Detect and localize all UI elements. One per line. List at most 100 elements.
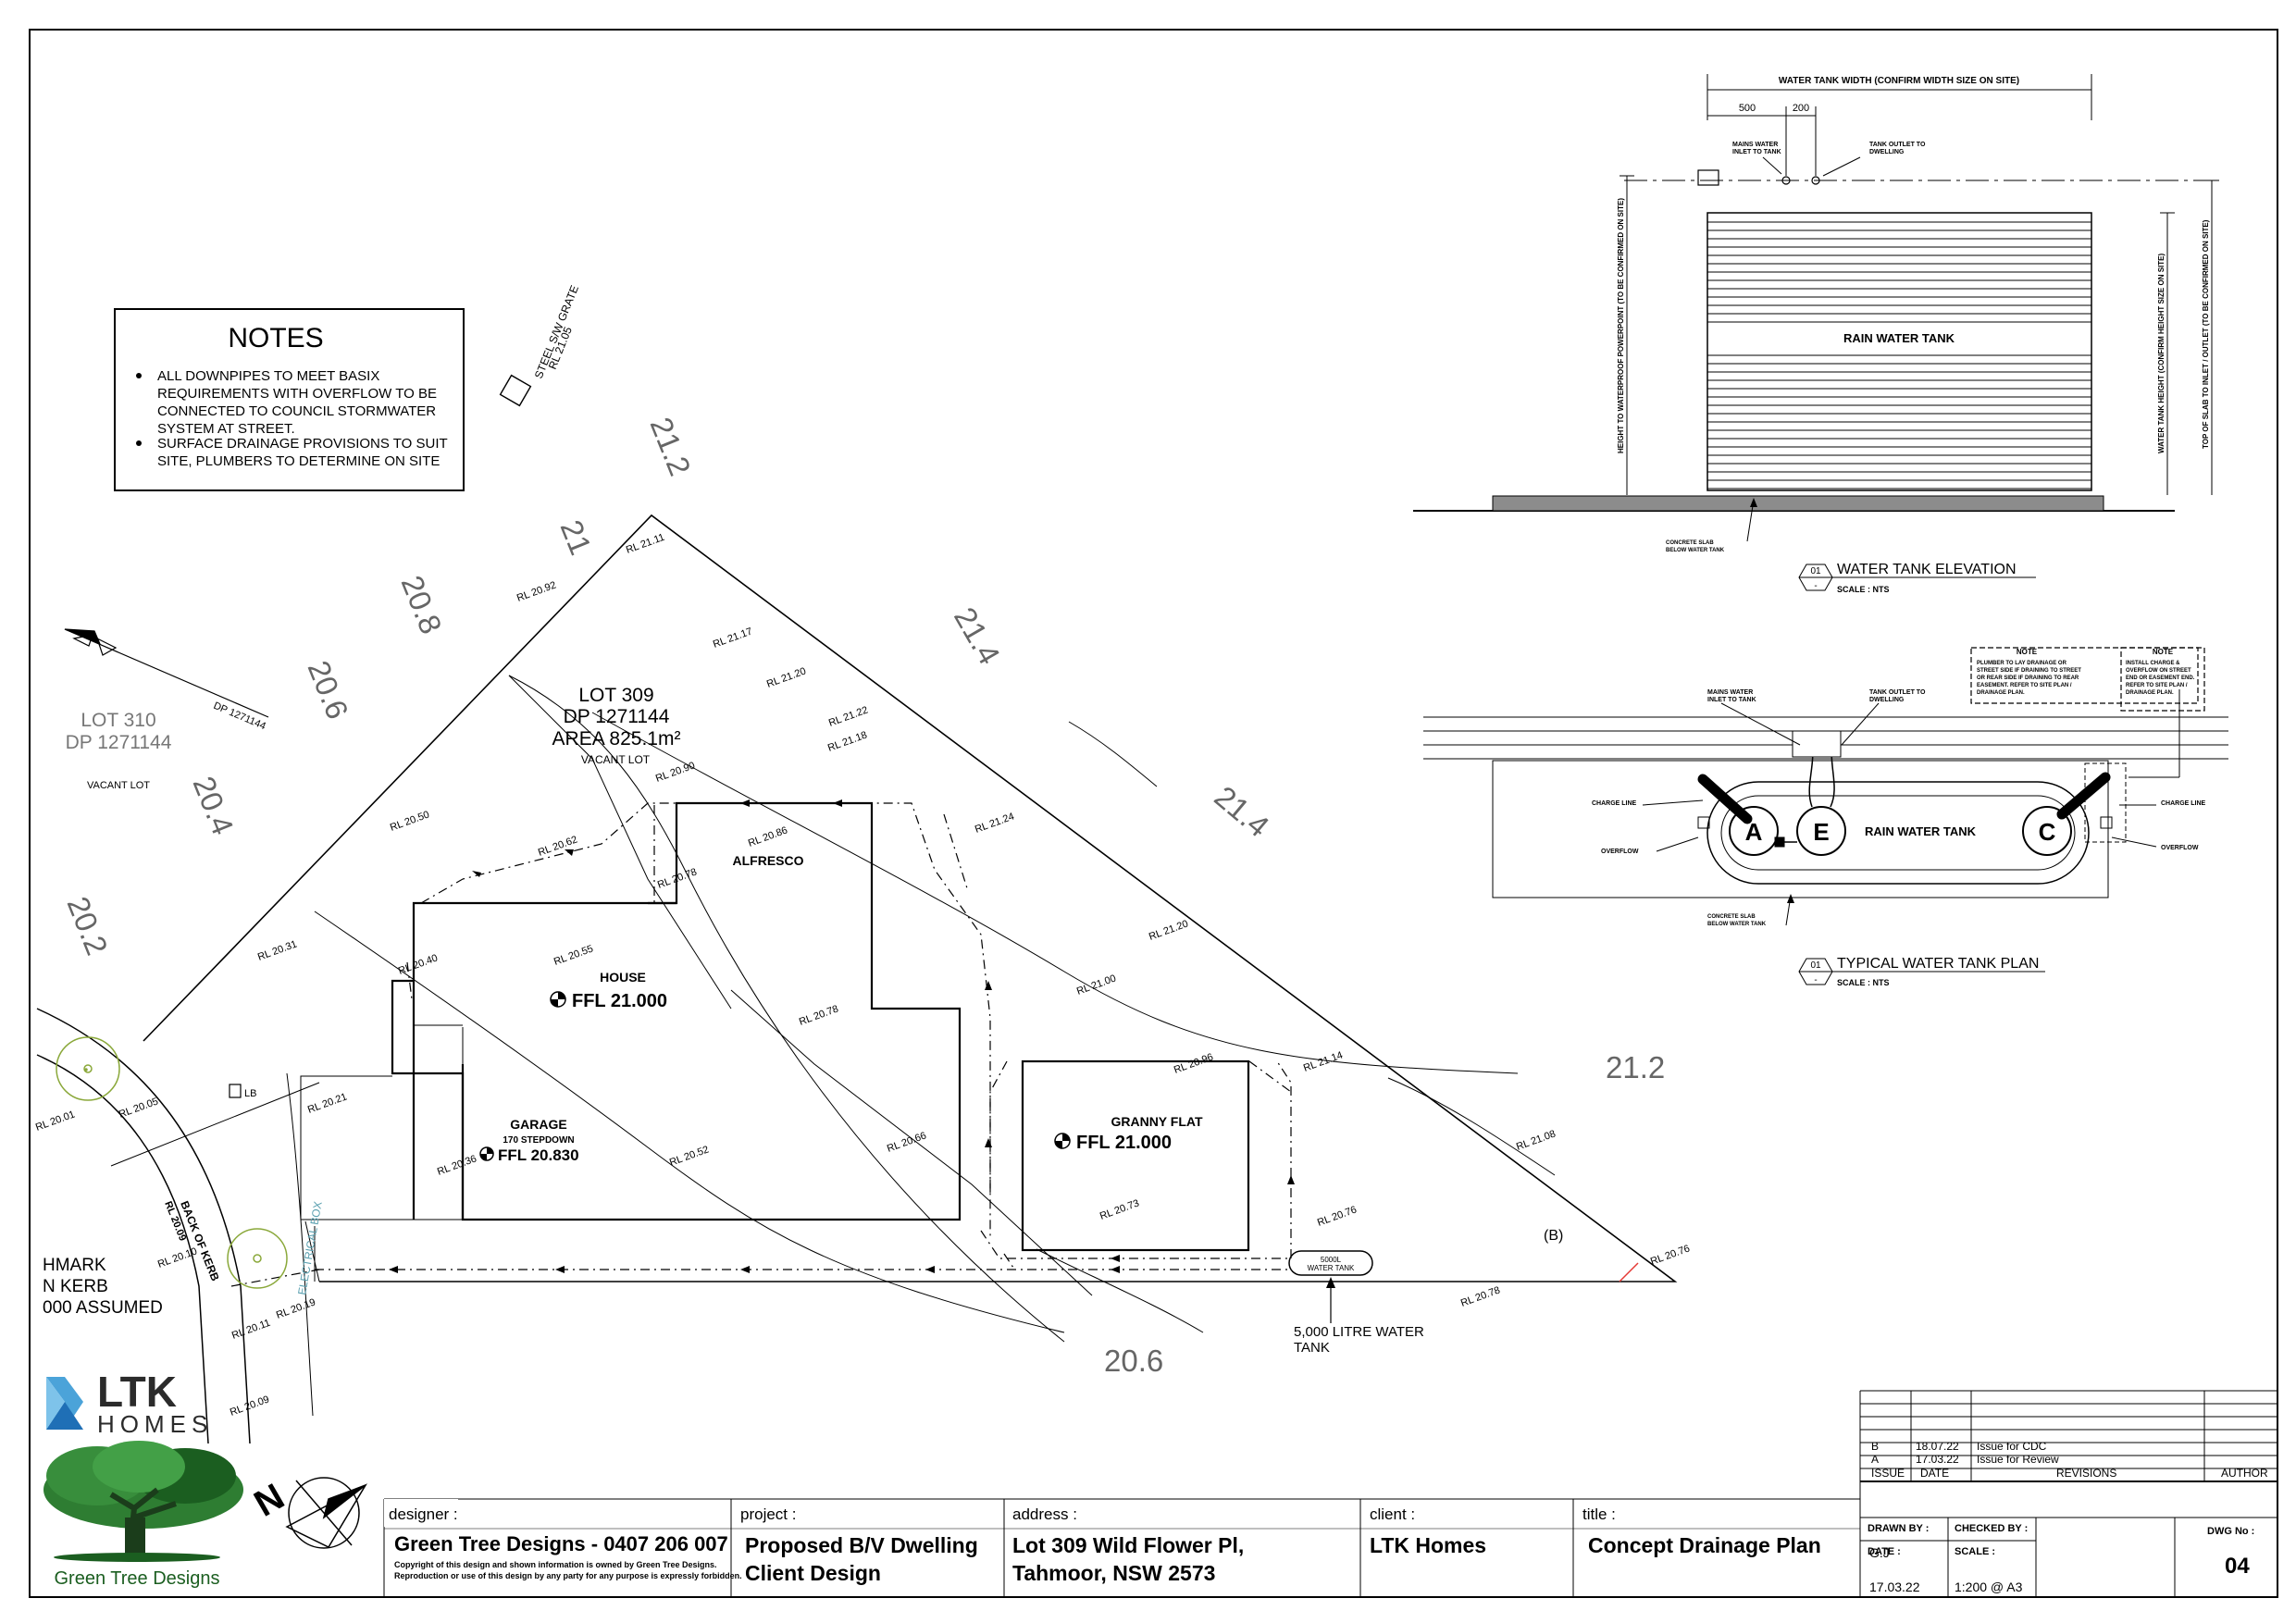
rev-date: 17.03.22 — [1916, 1453, 1959, 1466]
lot310-vacant: VACANT LOT — [87, 780, 150, 791]
address-value-1: Lot 309 Wild Flower Pl, — [1012, 1533, 1244, 1557]
north-arrow-left — [64, 628, 269, 718]
svg-text:01: 01 — [1810, 960, 1821, 971]
svg-text:INLET TO TANK: INLET TO TANK — [1707, 697, 1756, 703]
revisions-text: B 18.07.22 Issue for CDC A 17.03.22 Issu… — [1871, 1440, 2268, 1480]
rev-issue: A — [1871, 1453, 1879, 1466]
elevation-text: WATER TANK WIDTH (CONFIRM WIDTH SIZE ON … — [1617, 76, 2210, 594]
compass-icon — [285, 1477, 368, 1549]
lot-label: LOT 309 — [578, 685, 653, 706]
svg-text:MAINS WATER: MAINS WATER — [1707, 689, 1753, 696]
svg-text:DRAWN BY :: DRAWN BY : — [1868, 1523, 1929, 1534]
svg-text:DATE :: DATE : — [1868, 1546, 1901, 1557]
svg-text:CHARGE LINE: CHARGE LINE — [1592, 800, 1637, 807]
svg-text:PLUMBER TO LAY DRAINAGE OR: PLUMBER TO LAY DRAINAGE OR STREET SIDE I… — [1977, 661, 2083, 696]
svg-text:HEIGHT TO WATERPROOF POWERPOIN: HEIGHT TO WATERPROOF POWERPOINT (TO BE C… — [1617, 198, 1625, 453]
garage-ffl: FFL 20.830 — [498, 1146, 579, 1164]
notes-box: NOTES ALL DOWNPIPES TO MEET BASIX REQUIR… — [114, 308, 465, 491]
svg-text:Reproduction or use of this de: Reproduction or use of this design by an… — [394, 1571, 742, 1580]
tank-callout-2: TANK — [1294, 1340, 1330, 1356]
plan-tank-label: RAIN WATER TANK — [1865, 824, 1977, 838]
drawing-date: 17.03.22 — [1869, 1580, 1920, 1594]
lb-label: LB — [244, 1088, 256, 1099]
svg-text:500: 500 — [1739, 103, 1756, 114]
plan-valve-e — [1796, 806, 1846, 856]
svg-text:TANK OUTLET TO: TANK OUTLET TO — [1869, 142, 1926, 148]
house-label: HOUSE — [600, 970, 646, 985]
revisions-table — [1859, 1390, 2277, 1597]
notes-title: NOTES — [228, 323, 323, 353]
svg-text:title :: title : — [1582, 1505, 1616, 1523]
svg-text:designer :: designer : — [389, 1505, 458, 1523]
elev-tank-label: RAIN WATER TANK — [1843, 331, 1955, 345]
garage-label: GARAGE — [510, 1117, 566, 1132]
granny-flat-outline — [1021, 1059, 1250, 1252]
contour-label: 20.6 — [1104, 1344, 1163, 1378]
rev-desc: Issue for Review — [1977, 1453, 2059, 1466]
kerb-arc-inner — [36, 1054, 209, 1444]
benchmark-1: HMARK — [43, 1256, 106, 1275]
site-water-tank — [1288, 1250, 1373, 1276]
address-value-2: Tahmoor, NSW 2573 — [1012, 1561, 1215, 1585]
granny-ffl: FFL 21.000 — [1076, 1133, 1172, 1153]
svg-text:INLET TO TANK: INLET TO TANK — [1732, 149, 1781, 155]
project-value-2: Client Design — [745, 1561, 881, 1585]
svg-text:SCALE :: SCALE : — [1955, 1546, 1995, 1557]
drawing-scale: 1:200 @ A3 — [1955, 1580, 2023, 1594]
ltk-logo: LTK HOMES — [46, 1368, 213, 1438]
svg-text:TOP OF SLAB TO INLET / OUTLET: TOP OF SLAB TO INLET / OUTLET (TO BE CON… — [2202, 219, 2210, 449]
elev-view-title: WATER TANK ELEVATION — [1837, 562, 2017, 577]
ltk-line2: HOMES — [97, 1410, 213, 1438]
gtd-logo-text: Green Tree Designs — [55, 1568, 220, 1589]
svg-text:NOTE: NOTE — [2017, 648, 2038, 656]
tank-box-label-1: 5000L — [1321, 1256, 1342, 1264]
green-tree-logo: Green Tree Designs — [43, 1441, 243, 1589]
rev-desc: Issue for CDC — [1977, 1440, 2047, 1453]
title-block-text: designer : Green Tree Designs - 0407 206… — [389, 1505, 2254, 1594]
designer-value: Green Tree Designs - 0407 206 007 — [394, 1532, 728, 1555]
drainage-lines — [230, 802, 1292, 1287]
svg-text:DWG No :: DWG No : — [2207, 1526, 2254, 1537]
vacant-lot-label: VACANT LOT — [581, 753, 651, 766]
plan-valve-c — [2022, 806, 2072, 856]
granny-label: GRANNY FLAT — [1111, 1114, 1202, 1129]
notes-item-1: ALL DOWNPIPES TO MEET BASIX REQUIREMENTS… — [157, 368, 441, 437]
svg-text:DATE: DATE — [1920, 1467, 1949, 1480]
svg-text:DWELLING: DWELLING — [1869, 149, 1905, 155]
svg-text:REVISIONS: REVISIONS — [2056, 1467, 2116, 1480]
house-ffl: FFL 21.000 — [572, 991, 667, 1011]
svg-text:project :: project : — [740, 1505, 796, 1523]
svg-text:WATER TANK HEIGHT (CONFIRM HEI: WATER TANK HEIGHT (CONFIRM HEIGHT SIZE O… — [2157, 254, 2166, 453]
svg-text:Copyright of this design and s: Copyright of this design and shown infor… — [394, 1560, 717, 1569]
svg-text:TANK OUTLET TO: TANK OUTLET TO — [1869, 689, 1926, 696]
water-tank-plan — [1423, 647, 2228, 985]
svg-text:CHECKED BY :: CHECKED BY : — [1955, 1523, 2028, 1534]
kerb-arc-outer — [36, 1008, 251, 1444]
project-value-1: Proposed B/V Dwelling — [745, 1533, 978, 1557]
svg-text:-: - — [1814, 975, 1817, 985]
elev-tank-ribs — [1707, 221, 2091, 489]
client-value: LTK Homes — [1370, 1533, 1486, 1557]
svg-text:WATER TANK WIDTH (CONFIRM WIDT: WATER TANK WIDTH (CONFIRM WIDTH SIZE ON … — [1779, 76, 2019, 86]
benchmark-2: N KERB — [43, 1277, 108, 1296]
dwg-number: 04 — [2225, 1554, 2250, 1579]
tank-box-label-2: WATER TANK — [1308, 1264, 1355, 1272]
elev-tank-body — [1706, 212, 2092, 491]
plan-view-title: TYPICAL WATER TANK PLAN — [1837, 956, 2039, 972]
svg-text:200: 200 — [1793, 103, 1809, 114]
svg-text:AUTHOR: AUTHOR — [2221, 1467, 2268, 1480]
svg-text:CONCRETE SLAB: CONCRETE SLAB — [1707, 914, 1756, 920]
lb-symbol — [229, 1084, 242, 1098]
svg-text:client :: client : — [1370, 1505, 1415, 1523]
contour-label: 21.2 — [1606, 1050, 1665, 1084]
alfresco-label: ALFRESCO — [733, 853, 804, 868]
area-label: AREA 825.1m² — [552, 728, 681, 750]
lot310-label: LOT 310 — [81, 710, 155, 731]
svg-text:address :: address : — [1012, 1505, 1077, 1523]
valve-c-label: C — [2039, 818, 2056, 846]
valve-a-label: A — [1745, 818, 1763, 846]
svg-text:SCALE : NTS: SCALE : NTS — [1837, 978, 1890, 987]
svg-text:NOTE: NOTE — [2153, 648, 2174, 656]
lot-boundary — [143, 514, 1678, 1282]
